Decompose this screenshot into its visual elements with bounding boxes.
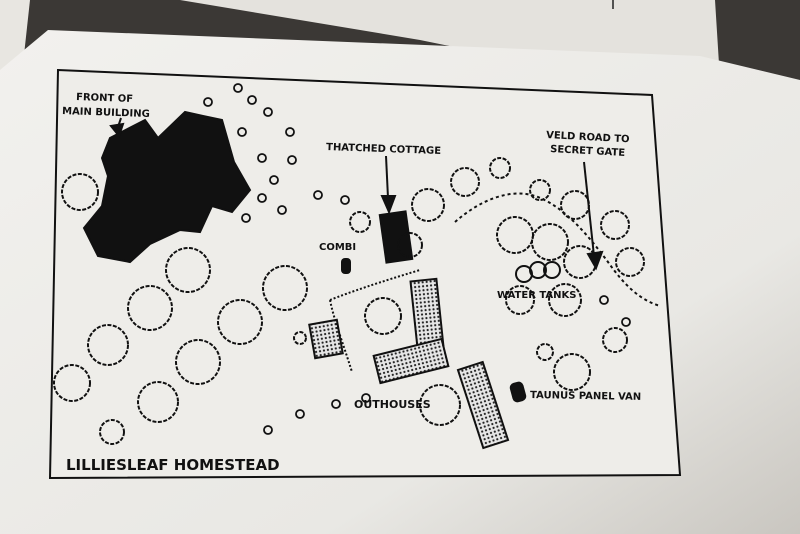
water-tanks [515, 261, 561, 283]
map-title: LILLIESLEAF HOMESTEAD [66, 456, 280, 474]
label-veld-line2: SECRET GATE [550, 144, 626, 159]
arrows [109, 117, 604, 271]
label-outhouses: OUTHOUSES [354, 398, 431, 411]
label-combi: COMBI [319, 242, 356, 253]
veld-road [454, 192, 661, 307]
label-veld-line1: VELD ROAD TO [546, 130, 630, 145]
label-taunus-panel-van: TAUNUS PANEL VAN [530, 390, 641, 403]
trees [53, 157, 645, 445]
shrubs [203, 83, 631, 435]
label-front-line2: MAIN BUILDING [62, 106, 150, 120]
main-building [82, 110, 252, 264]
label-water-tanks: WATER TANKS [497, 290, 576, 301]
taunus-panel-van [509, 381, 527, 403]
outhouses [308, 269, 510, 450]
label-front-line1: FRONT OF [76, 92, 133, 105]
thatched-cottage [378, 210, 414, 264]
label-thatched-cottage: THATCHED COTTAGE [326, 142, 441, 157]
combi [341, 258, 351, 274]
